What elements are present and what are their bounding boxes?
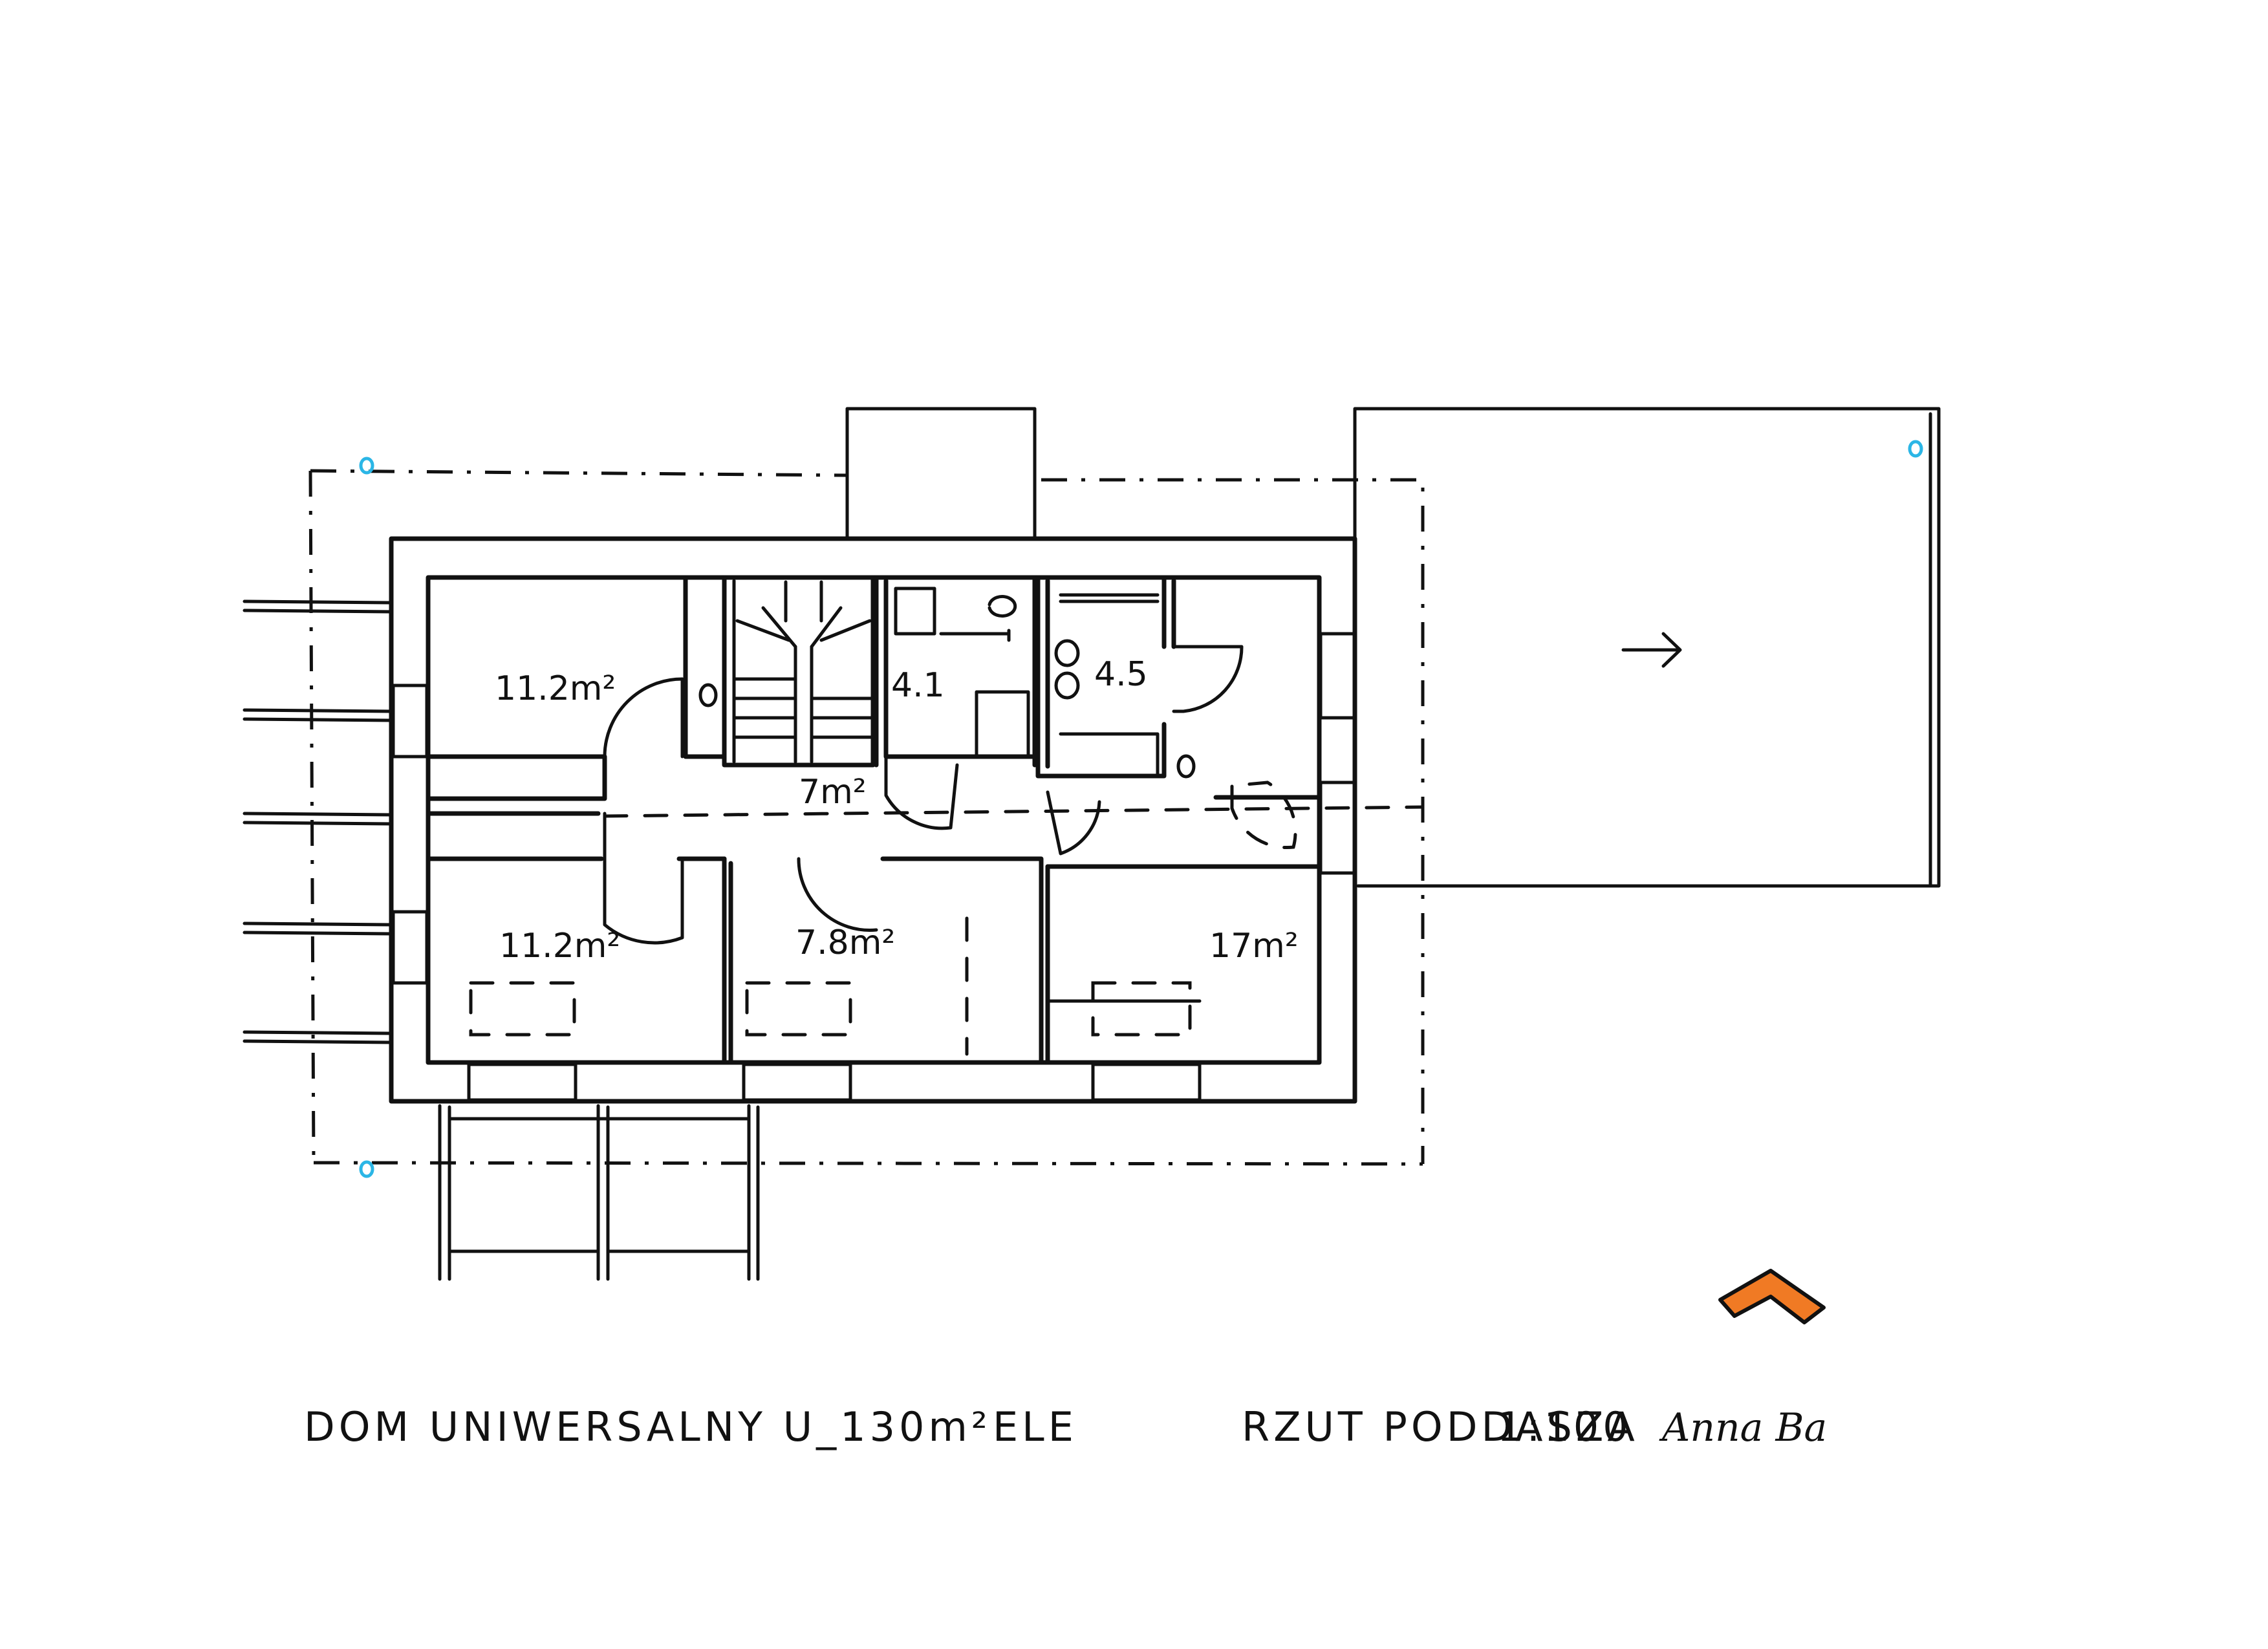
- survey-marks: [359, 440, 1923, 1178]
- furniture-beds: [469, 916, 1202, 1056]
- room-area-label: 11.2m²: [499, 927, 620, 965]
- left-beams: [243, 599, 393, 1044]
- corridor-axis: [603, 805, 1425, 818]
- room-area-label: 7.8m²: [795, 923, 895, 962]
- drawing-title: DOM UNIWERSALNY U_130m²: [304, 1403, 991, 1450]
- room-area-label: 17m²: [1209, 927, 1299, 965]
- bath-fixtures: [894, 587, 1160, 778]
- author-signature: Anna Ba: [1659, 1405, 1827, 1450]
- roof-outline: [308, 469, 1425, 1166]
- room-area-label: 4.5: [1094, 655, 1148, 694]
- roof-logo: [1718, 1269, 1826, 1324]
- balcony: [438, 1104, 760, 1281]
- staircase: [732, 580, 875, 764]
- garage-block: [1353, 407, 1941, 888]
- interior-walls: [426, 575, 1322, 1065]
- drawing-scale: 1:100: [1497, 1403, 1632, 1450]
- room-area-label: 7m²: [799, 773, 867, 812]
- chimney: [845, 407, 1037, 539]
- drawing-ele: ELE: [993, 1403, 1077, 1450]
- room-area-label: 11.2m²: [495, 669, 616, 708]
- windows: [391, 632, 1356, 1102]
- room-area-label: 4.1: [891, 666, 945, 705]
- door-swings: [603, 645, 1297, 945]
- drawing-plan-name: RZUT PODDASZA: [1242, 1403, 1639, 1450]
